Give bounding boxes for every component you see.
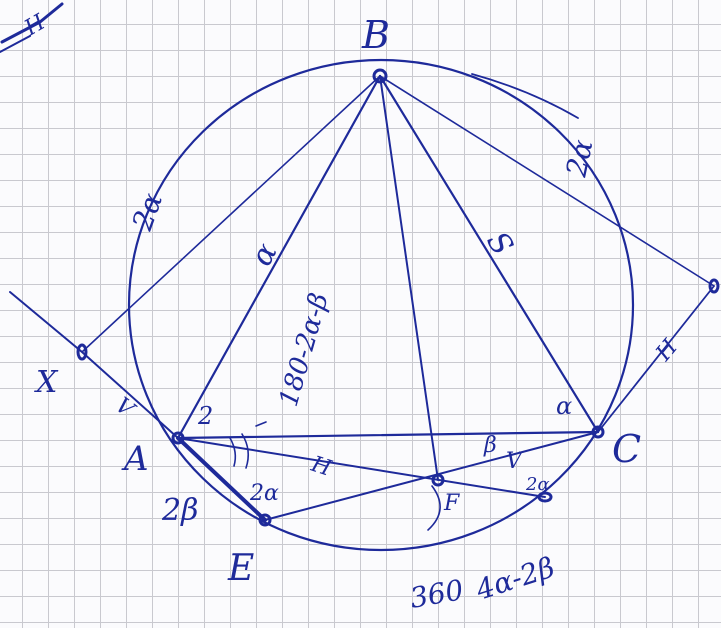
label-A: A — [121, 439, 149, 479]
side-mark-AB: α — [244, 237, 284, 271]
arc-label-BC: 2α — [559, 137, 599, 181]
label-B: B — [361, 13, 390, 57]
label-C: C — [612, 427, 641, 471]
segment-XB — [81, 75, 381, 353]
point-C — [591, 425, 605, 439]
angle-label-E: 2α — [249, 481, 279, 506]
point-X — [76, 343, 88, 361]
side-mark-BC: S — [479, 226, 520, 262]
segment-A-to-right-point — [177, 437, 546, 498]
arc-label-bottom: 4α-2β — [471, 550, 558, 606]
arc-mark-bottom — [427, 485, 441, 531]
label-E: E — [227, 548, 254, 589]
arc-label-AE: 2β — [161, 493, 198, 528]
angle-mark-A-tick — [255, 421, 267, 427]
segment-mark-right: H — [651, 334, 684, 366]
segment-right-C — [597, 285, 715, 433]
segment-BC — [378, 74, 600, 434]
label-X: X — [34, 365, 59, 400]
point-bottom-right — [537, 491, 553, 503]
segment-mark-XA: V — [110, 393, 140, 424]
arc-label-AB: 2α — [125, 189, 169, 236]
point-B — [372, 68, 388, 84]
angle-label-A: 2 — [197, 402, 213, 430]
point-F — [431, 473, 445, 487]
label-F: F — [443, 491, 460, 516]
segment-AB — [176, 74, 382, 440]
point-right — [708, 278, 720, 294]
segment-EC — [264, 431, 599, 521]
arc-label-bottom-value: 360 — [407, 573, 465, 615]
circumcircle — [127, 58, 635, 552]
arc-label-E-right: 2α — [525, 474, 550, 495]
angle-label-ABF: 180-2α-β — [274, 290, 335, 410]
segment-AC — [176, 430, 600, 440]
point-A — [171, 431, 185, 445]
point-E — [258, 513, 272, 527]
angle-label-C: α — [556, 392, 572, 420]
top-left-stroke — [0, 2, 64, 44]
segment-mark-AF: H — [307, 452, 335, 482]
top-left-mark: H — [20, 10, 51, 42]
angle-label-F: β — [483, 433, 497, 458]
top-left-stroke-2 — [0, 35, 31, 53]
segment-AE — [176, 436, 267, 522]
segment-mark-FC: V — [506, 449, 524, 474]
segment-B-right — [379, 75, 715, 287]
angle-mark-A — [229, 433, 250, 469]
segment-BF — [379, 75, 439, 481]
arc-mark-BC — [471, 73, 579, 119]
